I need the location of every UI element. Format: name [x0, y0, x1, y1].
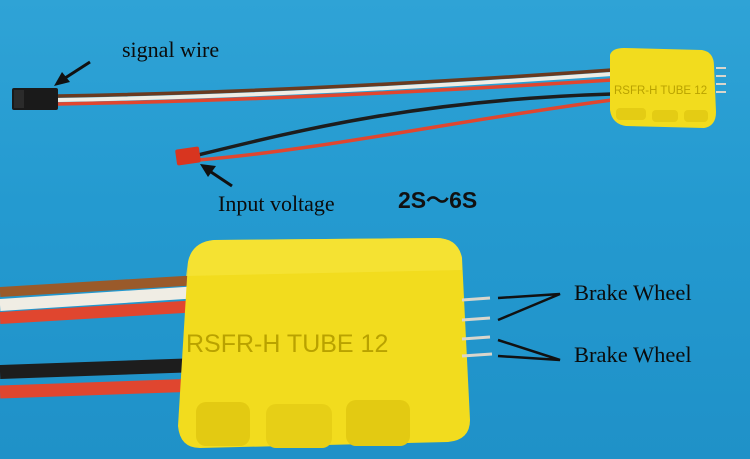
- power-wire-pair: [197, 92, 613, 162]
- brake-wheel-label-bottom: Brake Wheel: [574, 342, 692, 367]
- input-voltage-arrow: [200, 164, 233, 188]
- signal-wire-bundle: [57, 68, 613, 106]
- small-module-print: RSFR-H TUBE 12: [614, 85, 707, 97]
- input-voltage-label: Input voltage: [218, 191, 335, 216]
- signal-wire-label: signal wire: [122, 37, 220, 62]
- large-esc-module: RSFR-H TUBE 12: [178, 238, 493, 448]
- brake-wheel-label-top: Brake Wheel: [574, 280, 692, 305]
- signal-connector: [12, 88, 58, 110]
- large-wire-bundle: [0, 275, 201, 399]
- input-connector: [175, 146, 201, 166]
- brake-wheel-callout-bottom: [497, 338, 561, 362]
- brake-wheel-callout-top: [497, 292, 561, 322]
- signal-wire-arrow: [54, 60, 91, 86]
- large-module-print: RSFR-H TUBE 12: [186, 330, 388, 358]
- voltage-range-label: 2S～6S: [398, 187, 478, 213]
- small-esc-module: RSFR-H TUBE 12: [610, 48, 726, 128]
